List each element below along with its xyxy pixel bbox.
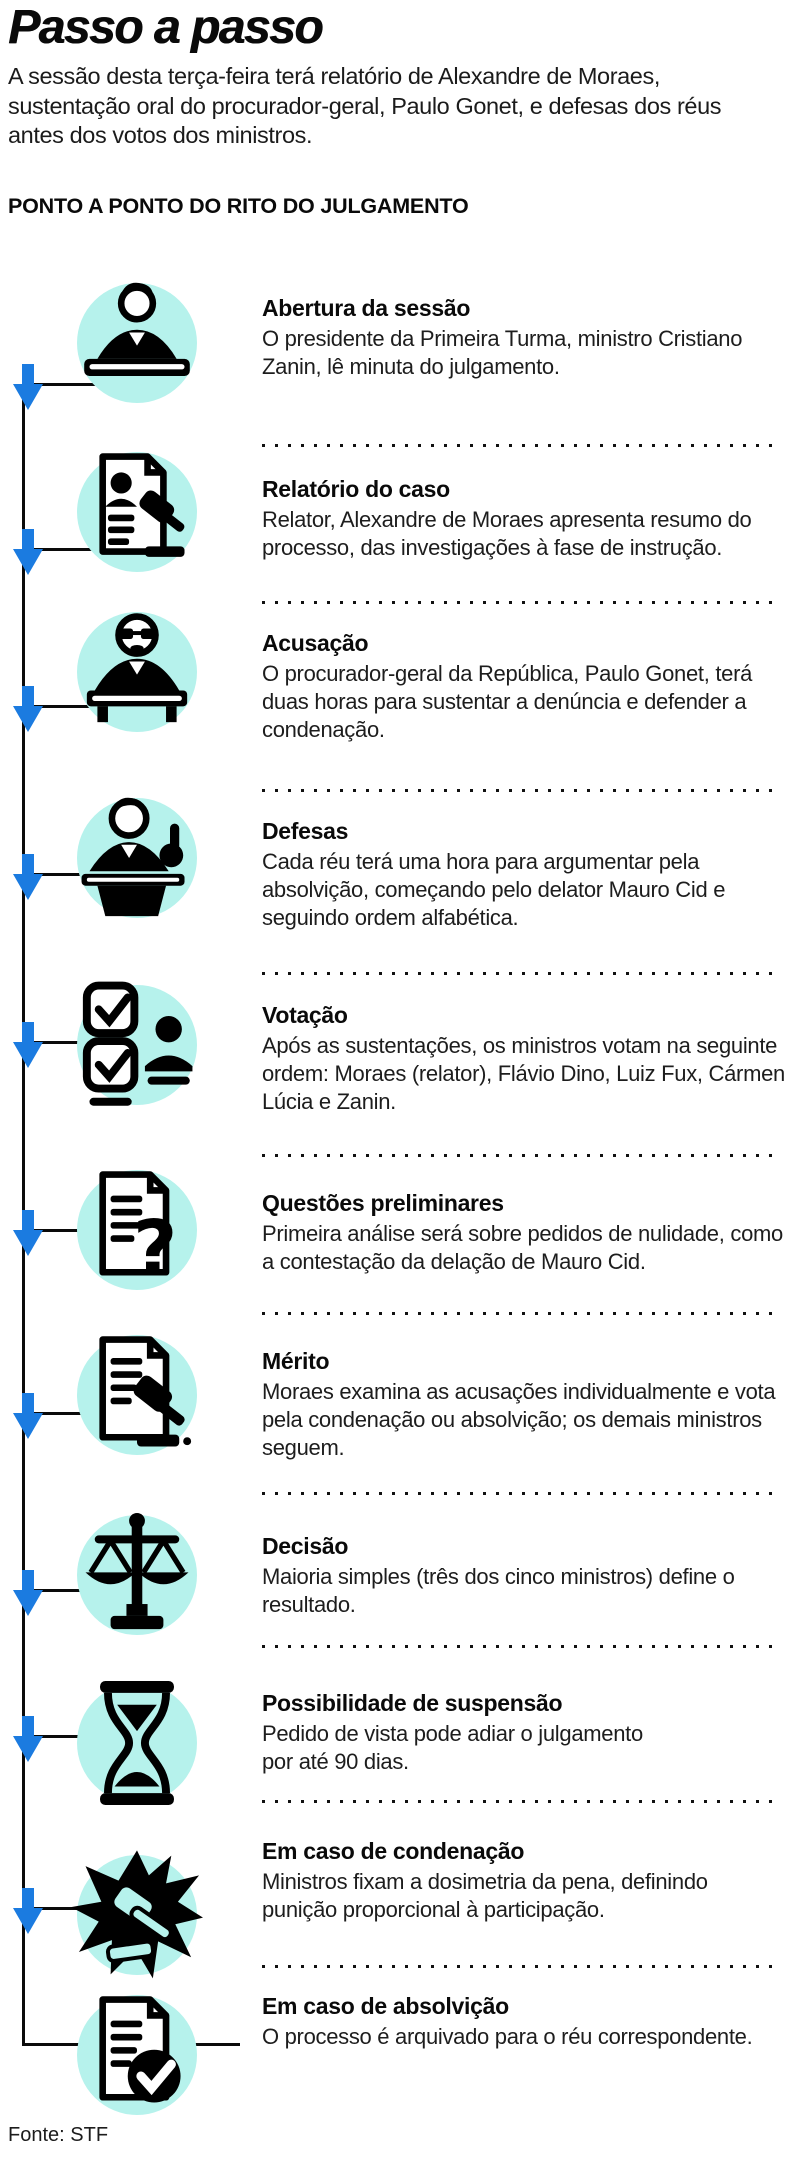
flow-arrow-icon bbox=[13, 1888, 43, 1934]
step-icon-circle bbox=[77, 612, 197, 732]
step-text-block: Acusação O procurador-geral da República,… bbox=[262, 630, 786, 744]
step-body-text: Cada réu terá uma hora para argumentar p… bbox=[262, 849, 726, 931]
connector-line bbox=[24, 873, 96, 876]
connector-line bbox=[24, 383, 96, 386]
connector-line bbox=[24, 1907, 96, 1910]
flow-arrow-icon bbox=[13, 1022, 43, 1068]
step-icon-circle bbox=[77, 797, 197, 918]
step-body-text: O presidente da Primeira Turma, ministro… bbox=[262, 326, 743, 380]
flow-arrow-icon bbox=[13, 1210, 43, 1256]
step-body-text: Relator, Alexandre de Moraes apresenta r… bbox=[262, 507, 752, 561]
ballot-checkboxes-icon bbox=[82, 981, 193, 1106]
step-title: Relatório do caso bbox=[262, 476, 450, 502]
connector-line bbox=[24, 548, 96, 551]
step-icon-circle bbox=[77, 1995, 197, 2115]
step-body-text: Maioria simples (três dos cinco ministro… bbox=[262, 1564, 735, 1618]
step-body-text: Primeira análise será sobre pedidos de n… bbox=[262, 1221, 783, 1275]
report-document-gavel-icon bbox=[99, 453, 185, 557]
dotted-separator bbox=[262, 1800, 780, 1803]
step-body-text: Pedido de vista pode adiar o julgamento … bbox=[262, 1721, 643, 1775]
document-check-icon bbox=[99, 1996, 181, 2103]
step-title: Mérito bbox=[262, 1348, 330, 1374]
step-icon-circle bbox=[77, 1335, 197, 1455]
step-title: Questões preliminares bbox=[262, 1190, 504, 1216]
scales-icon bbox=[85, 1512, 189, 1630]
dotted-separator bbox=[262, 1965, 780, 1968]
dotted-separator bbox=[262, 601, 780, 604]
defense-speaker-icon bbox=[81, 797, 185, 917]
connector-line bbox=[24, 1041, 96, 1044]
step-icon-circle bbox=[77, 452, 197, 572]
step-title: Abertura da sessão bbox=[262, 295, 471, 321]
step-body-text: O processo é arquivado para o réu corres… bbox=[262, 2024, 753, 2049]
intro-text: A sessão desta terça-feira terá relatóri… bbox=[8, 63, 722, 149]
prosecutor-podium-icon bbox=[86, 613, 188, 723]
flow-arrow-icon bbox=[13, 364, 43, 410]
step-title: Em caso de absolvição bbox=[262, 1993, 509, 2019]
connector-line bbox=[24, 1229, 96, 1232]
step-title: Acusação bbox=[262, 630, 369, 656]
step-title: Defesas bbox=[262, 818, 349, 844]
dotted-separator bbox=[262, 789, 780, 792]
page-title: Passo a passo bbox=[8, 1, 324, 54]
hourglass-icon bbox=[100, 1680, 174, 1806]
gavel-burst-icon bbox=[71, 1850, 203, 1979]
step-icon-circle bbox=[71, 1850, 203, 1979]
step-text-block: Em caso de absolvição O processo é arquiv… bbox=[262, 1993, 786, 2051]
step-icon-circle bbox=[77, 282, 197, 403]
flow-arrow-icon bbox=[13, 854, 43, 900]
flow-arrow-icon bbox=[13, 686, 43, 732]
dotted-separator bbox=[262, 1154, 780, 1157]
step-body-text: O procurador-geral da República, Paulo G… bbox=[262, 661, 753, 743]
step-icon-circle: ? bbox=[77, 1170, 197, 1294]
step-title: Possibilidade de suspensão bbox=[262, 1690, 563, 1716]
dotted-separator bbox=[262, 1492, 780, 1495]
step-icon-circle bbox=[77, 981, 197, 1106]
svg-text:?: ? bbox=[133, 1205, 177, 1294]
flow-arrow-icon bbox=[13, 1716, 43, 1762]
dotted-separator bbox=[262, 1645, 780, 1648]
step-icon-circle bbox=[77, 1680, 197, 1806]
source-note: Fonte: STF bbox=[8, 2124, 109, 2146]
presider-desk-icon bbox=[84, 282, 190, 376]
flow-arrow-icon bbox=[13, 529, 43, 575]
connector-line bbox=[24, 705, 96, 708]
dotted-separator bbox=[262, 444, 780, 447]
connector-line bbox=[24, 1735, 96, 1738]
step-icon-circle bbox=[77, 1512, 197, 1635]
flow-arrow-icon bbox=[13, 1393, 43, 1439]
step-body-text: Após as sustentações, os ministros votam… bbox=[262, 1033, 785, 1115]
flow-arrow-icon bbox=[13, 1570, 43, 1616]
step-title: Votação bbox=[262, 1002, 348, 1028]
document-question-icon: ? bbox=[99, 1171, 177, 1294]
dotted-separator bbox=[262, 972, 780, 975]
step-text-block: Abertura da sessão O presidente da Primei… bbox=[262, 295, 786, 381]
connector-line bbox=[24, 1589, 96, 1592]
dotted-separator bbox=[262, 1312, 780, 1315]
step-title: Em caso de condenação bbox=[262, 1838, 525, 1864]
section-header: PONTO A PONTO DO RITO DO JULGAMENTO bbox=[8, 194, 469, 218]
step-title: Decisão bbox=[262, 1533, 349, 1559]
step-body-text: Moraes examina as acusações individualme… bbox=[262, 1379, 776, 1461]
document-gavel-icon bbox=[99, 1336, 192, 1447]
connector-line bbox=[24, 1412, 96, 1415]
step-body-text: Ministros fixam a dosimetria da pena, de… bbox=[262, 1869, 708, 1923]
